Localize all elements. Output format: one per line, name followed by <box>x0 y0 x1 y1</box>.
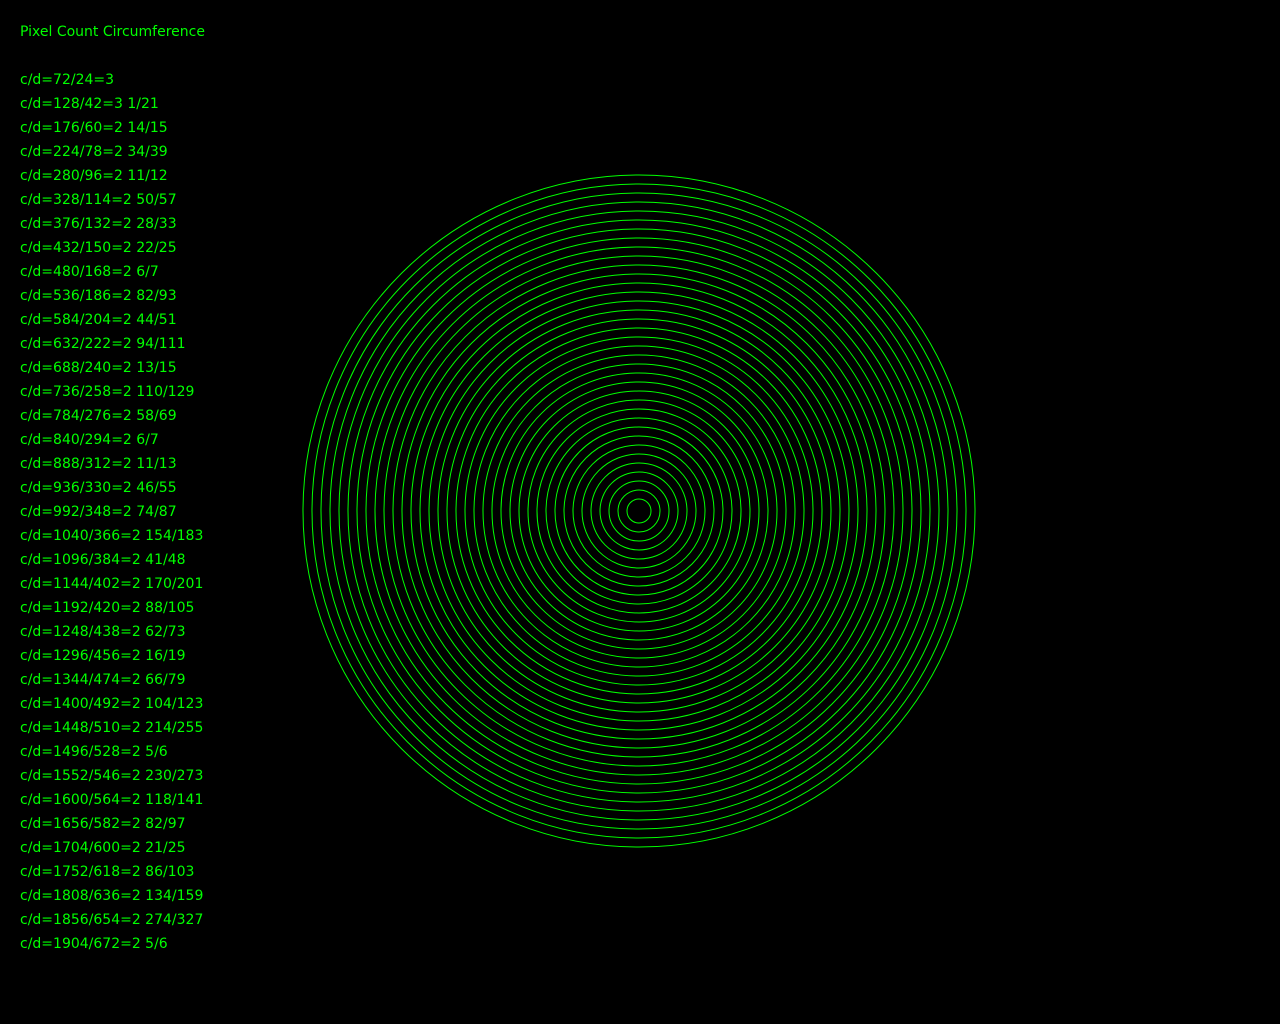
ratio-line: c/d=1704/600=2 21/25 <box>20 840 186 856</box>
ratio-line: c/d=1296/456=2 16/19 <box>20 648 186 664</box>
ratio-line: c/d=1040/366=2 154/183 <box>20 528 204 544</box>
ratio-line: c/d=224/78=2 34/39 <box>20 144 168 160</box>
ratio-line: c/d=1344/474=2 66/79 <box>20 672 186 688</box>
ratio-line: c/d=1400/492=2 104/123 <box>20 696 204 712</box>
ratio-line: c/d=72/24=3 <box>20 72 115 88</box>
ratio-list: c/d=72/24=3 c/d=128/42=3 1/21 c/d=176/60=2… <box>20 70 203 958</box>
circle-ring <box>311 183 967 839</box>
circle-ring <box>428 300 850 722</box>
ratio-line: c/d=936/330=2 46/55 <box>20 480 177 496</box>
ratio-line: c/d=584/204=2 44/51 <box>20 312 177 328</box>
ratio-line: c/d=1552/546=2 230/273 <box>20 768 204 784</box>
circle-ring <box>392 264 886 758</box>
ratio-line: c/d=840/294=2 6/7 <box>20 432 159 448</box>
ratio-line: c/d=632/222=2 94/111 <box>20 336 186 352</box>
ratio-line: c/d=1600/564=2 118/141 <box>20 792 204 808</box>
ratio-line: c/d=176/60=2 14/15 <box>20 120 168 136</box>
circle-ring <box>329 201 949 821</box>
circle-ring <box>347 219 931 803</box>
ratio-line: c/d=1096/384=2 41/48 <box>20 552 186 568</box>
circle-ring <box>356 228 922 794</box>
circle-ring <box>464 336 814 686</box>
ratio-line: c/d=536/186=2 82/93 <box>20 288 177 304</box>
circle-ring <box>572 444 706 578</box>
circle-ring <box>383 255 895 767</box>
circle-ring <box>608 480 670 542</box>
circle-ring <box>473 345 805 677</box>
circle-ring <box>365 237 913 785</box>
page-title: Pixel Count Circumference <box>20 24 205 40</box>
circle-ring <box>527 399 751 623</box>
circle-ring <box>626 498 652 524</box>
ratio-line: c/d=1752/618=2 86/103 <box>20 864 195 880</box>
circle-ring <box>320 192 958 830</box>
circle-ring <box>500 372 778 650</box>
circle-ring <box>590 462 688 560</box>
ratio-line: c/d=784/276=2 58/69 <box>20 408 177 424</box>
circle-ring <box>509 381 769 641</box>
ratio-line: c/d=688/240=2 13/15 <box>20 360 177 376</box>
ratio-line: c/d=1144/402=2 170/201 <box>20 576 204 592</box>
ratio-line: c/d=432/150=2 22/25 <box>20 240 177 256</box>
circle-ring <box>437 309 841 713</box>
circle-ring <box>545 417 733 605</box>
ratio-line: c/d=1192/420=2 88/105 <box>20 600 195 616</box>
ratio-line: c/d=376/132=2 28/33 <box>20 216 177 232</box>
circle-ring <box>401 273 877 749</box>
ratio-line: c/d=1496/528=2 5/6 <box>20 744 168 760</box>
ratio-line: c/d=1904/672=2 5/6 <box>20 936 168 952</box>
circle-ring <box>563 435 715 587</box>
circle-ring <box>374 246 904 776</box>
ratio-line: c/d=328/114=2 50/57 <box>20 192 177 208</box>
circle-ring <box>302 174 976 848</box>
ratio-line: c/d=1448/510=2 214/255 <box>20 720 204 736</box>
circle-ring <box>338 210 940 812</box>
ratio-line: c/d=1656/582=2 82/97 <box>20 816 186 832</box>
circle-ring <box>419 291 859 731</box>
circle-ring <box>599 471 679 551</box>
ratio-line: c/d=1856/654=2 274/327 <box>20 912 204 928</box>
circle-ring <box>536 408 742 614</box>
circle-ring <box>446 318 832 704</box>
circle-ring <box>491 363 787 659</box>
circle-ring <box>410 282 868 740</box>
ratio-line: c/d=888/312=2 11/13 <box>20 456 177 472</box>
circle-ring <box>455 327 823 695</box>
ratio-line: c/d=280/96=2 11/12 <box>20 168 168 184</box>
ratio-line: c/d=992/348=2 74/87 <box>20 504 177 520</box>
ratio-line: c/d=736/258=2 110/129 <box>20 384 195 400</box>
circle-ring <box>482 354 796 668</box>
circle-ring <box>581 453 697 569</box>
ratio-line: c/d=1808/636=2 134/159 <box>20 888 204 904</box>
ratio-line: c/d=128/42=3 1/21 <box>20 96 159 112</box>
circle-ring <box>518 390 760 632</box>
ratio-line: c/d=480/168=2 6/7 <box>20 264 159 280</box>
circle-ring <box>554 426 724 596</box>
circle-ring <box>617 489 661 533</box>
ratio-line: c/d=1248/438=2 62/73 <box>20 624 186 640</box>
